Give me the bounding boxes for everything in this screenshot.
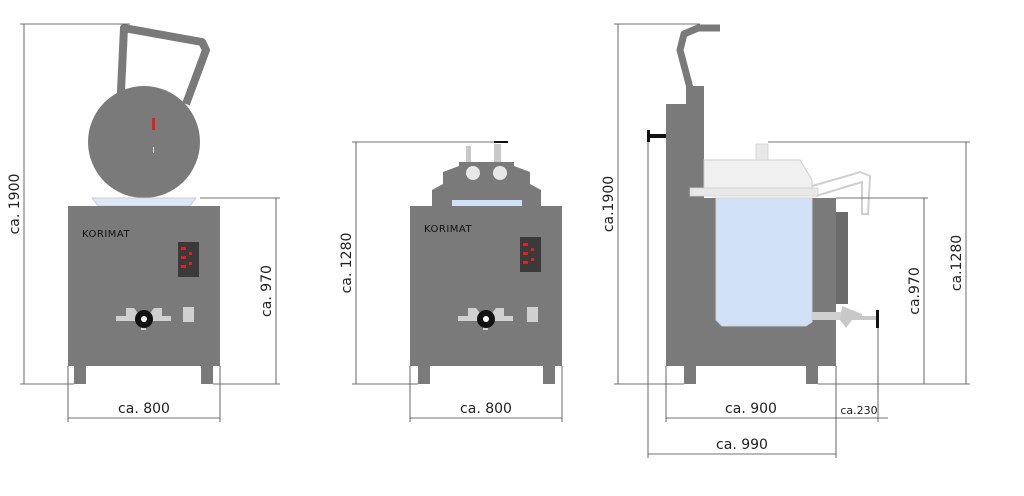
dimension-labels: ca. 1900 ca. 970 ca. 800 ca. 1280 ca. 80… bbox=[7, 174, 965, 453]
side-tap bbox=[812, 306, 879, 328]
gauge-left bbox=[466, 166, 480, 180]
lid-handle bbox=[676, 24, 720, 89]
dim-tap-side: ca.230 bbox=[840, 404, 877, 417]
dim-width-front-closed: ca. 800 bbox=[460, 401, 512, 417]
gauge-right bbox=[493, 166, 507, 180]
lid-outline bbox=[703, 159, 813, 191]
side-view bbox=[647, 24, 879, 384]
lid-handle bbox=[116, 24, 210, 113]
drain-tap bbox=[458, 308, 513, 330]
machine-body bbox=[410, 206, 562, 366]
foot-right bbox=[543, 366, 555, 384]
dim-height-closed-front: ca. 1280 bbox=[339, 233, 355, 294]
foot-right bbox=[806, 366, 818, 384]
dim-height-total-side: ca.1900 bbox=[601, 176, 617, 232]
dim-height-body-front: ca. 970 bbox=[259, 265, 275, 317]
dim-width-total-side: ca. 990 bbox=[716, 437, 768, 453]
switch-panel bbox=[527, 307, 538, 322]
dim-height-closed-side: ca.1280 bbox=[949, 235, 965, 291]
machine-body bbox=[68, 206, 220, 366]
drain-tap bbox=[116, 308, 171, 330]
dim-width-front: ca. 800 bbox=[118, 401, 170, 417]
switch-panel bbox=[183, 307, 194, 322]
lid-indicator bbox=[152, 118, 155, 130]
round-lid bbox=[88, 86, 200, 198]
dim-height-body-side: ca.970 bbox=[907, 267, 923, 314]
foot-left bbox=[418, 366, 430, 384]
dim-height-total-front: ca. 1900 bbox=[7, 174, 23, 235]
lid-rim-blue bbox=[452, 200, 522, 206]
foot-right bbox=[201, 366, 213, 384]
front-view-lid-open: KORIMAT bbox=[68, 24, 220, 384]
dim-width-body-side: ca. 900 bbox=[725, 401, 777, 417]
lid-rim bbox=[91, 197, 197, 207]
control-display bbox=[178, 242, 199, 277]
foot-left bbox=[684, 366, 696, 384]
front-view-closed: KORIMAT bbox=[410, 141, 562, 384]
lid-panel bbox=[686, 86, 704, 198]
foot-left bbox=[74, 366, 86, 384]
brand-label: KORIMAT bbox=[82, 229, 130, 240]
brand-label: KORIMAT bbox=[424, 224, 472, 235]
water-tank bbox=[715, 197, 813, 327]
dimension-lines bbox=[20, 23, 970, 458]
spout-outline bbox=[811, 170, 872, 215]
